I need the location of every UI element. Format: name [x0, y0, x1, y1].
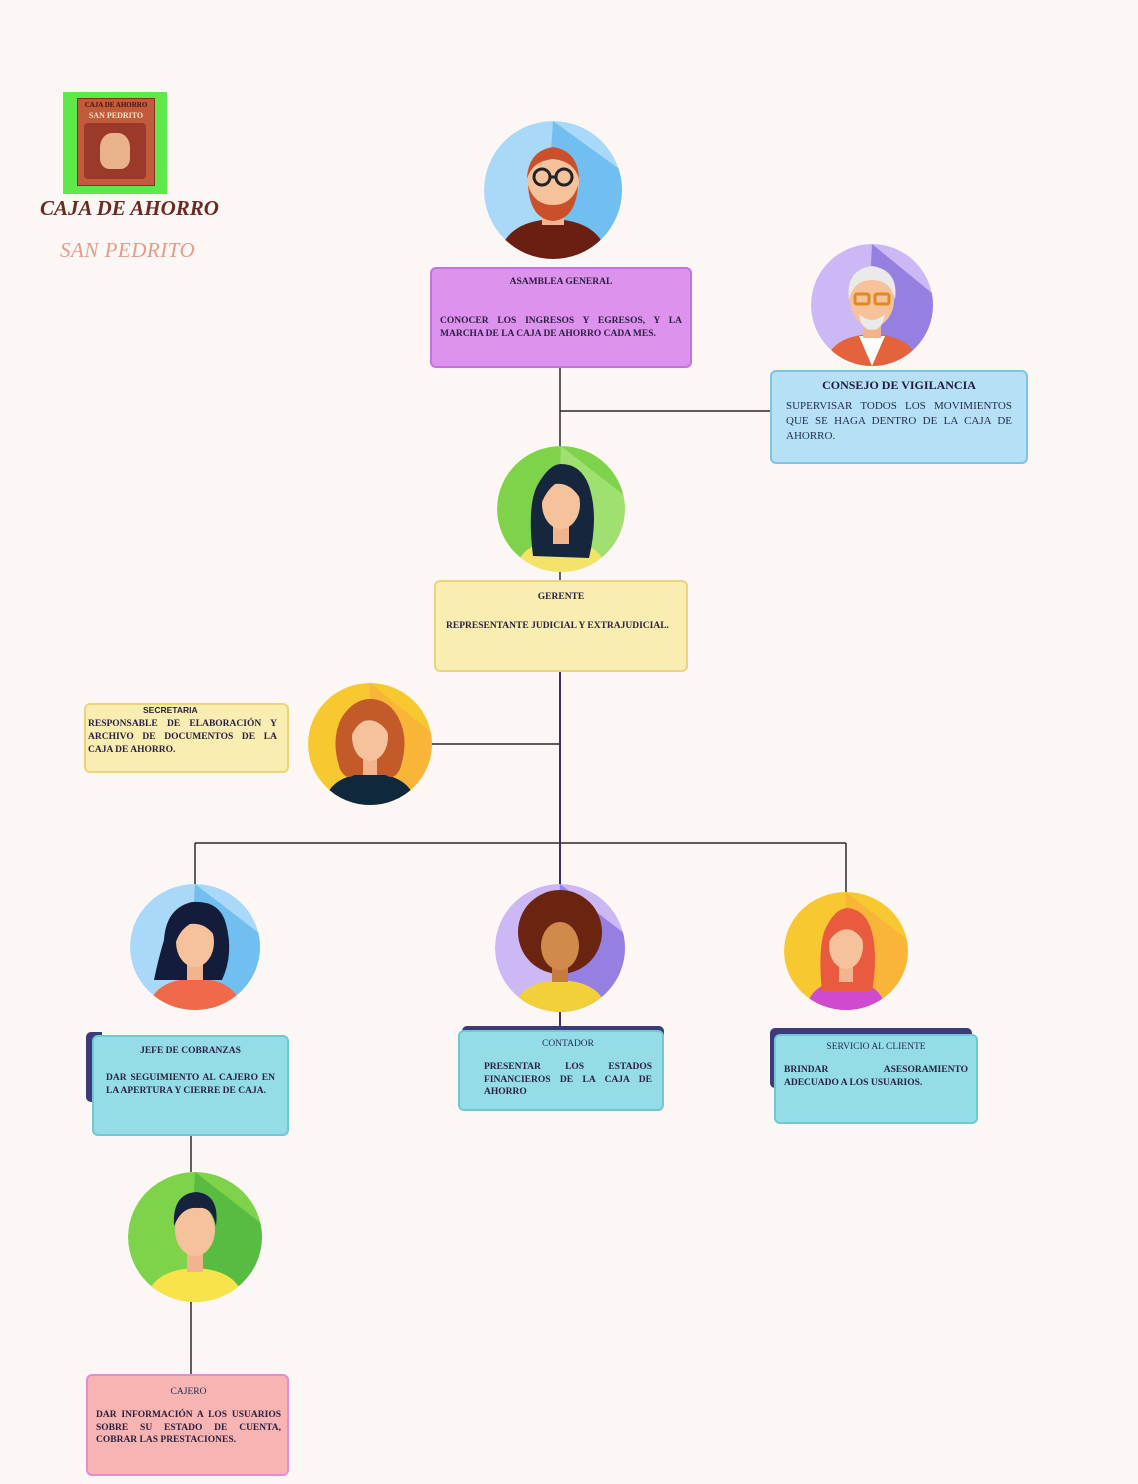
node-servicio-cliente: SERVICIO AL CLIENTE BRINDAR ASESORAMIENT…	[774, 1034, 978, 1124]
node-contador: CONTADOR PRESENTAR LOS ESTADOS FINANCIER…	[458, 1030, 664, 1111]
brand-subtitle: SAN PEDRITO	[60, 238, 196, 262]
node-title: CONTADOR	[541, 1039, 595, 1049]
node-title: ASAMBLEA GENERAL	[509, 277, 613, 287]
node-text: BRINDAR ASESORAMIENTO ADECUADO A LOS USU…	[784, 1064, 968, 1088]
node-title: SECRETARIA	[143, 705, 198, 715]
woman-dark-hair-icon	[497, 446, 625, 572]
logo-emblem: CAJA DE AHORRO SAN PEDRITO	[77, 98, 155, 186]
node-title: CAJERO	[170, 1387, 207, 1397]
node-text: DAR INFORMACIÓN A LOS USUARIOS SOBRE SU …	[96, 1409, 281, 1446]
woman-curly-red-hair-icon	[308, 683, 432, 805]
node-gerente: GERENTE REPRESENTANTE JUDICIAL Y EXTRAJU…	[434, 580, 688, 672]
logo-image	[84, 123, 146, 179]
node-text: REPRESENTANTE JUDICIAL Y EXTRAJUDICIAL.	[446, 620, 669, 631]
node-cajero: CAJERO DAR INFORMACIÓN A LOS USUARIOS SO…	[86, 1374, 289, 1476]
logo-line2: SAN PEDRITO	[88, 111, 144, 120]
node-title: SERVICIO AL CLIENTE	[826, 1042, 926, 1052]
man-short-hair-icon	[128, 1172, 262, 1302]
node-text: PRESENTAR LOS ESTADOS FINANCIEROS DE LA …	[484, 1061, 652, 1098]
node-text: CONOCER LOS INGRESOS Y EGRESOS, Y LA MAR…	[440, 315, 682, 339]
man-beard-glasses-icon	[484, 121, 622, 259]
node-jefe-cobranzas: JEFE DE COBRANZAS DAR SEGUIMIENTO AL CAJ…	[92, 1035, 289, 1136]
logo: CAJA DE AHORRO SAN PEDRITO	[63, 92, 167, 194]
woman-wavy-black-hair-icon	[130, 884, 260, 1010]
woman-red-hair-icon	[784, 892, 908, 1010]
node-title: CONSEJO DE VIGILANCIA	[822, 378, 976, 392]
node-title: JEFE DE COBRANZAS	[140, 1046, 241, 1056]
node-text: DAR SEGUIMIENTO AL CAJERO EN LA APERTURA…	[106, 1072, 275, 1096]
node-text: SUPERVISAR TODOS LOS MOVIMIENTOS QUE SE …	[786, 400, 1012, 442]
node-consejo-vigilancia: CONSEJO DE VIGILANCIA SUPERVISAR TODOS L…	[770, 370, 1028, 464]
logo-line1: CAJA DE AHORRO	[84, 101, 148, 109]
woman-afro-hair-icon	[495, 884, 625, 1012]
elder-man-glasses-icon	[811, 244, 933, 366]
node-asamblea-general: ASAMBLEA GENERAL CONOCER LOS INGRESOS Y …	[430, 267, 692, 368]
node-secretaria: SECRETARIA RESPONSABLE DE ELABORACIÓN Y …	[84, 703, 289, 773]
node-text: RESPONSABLE DE ELABORACIÓN Y ARCHIVO DE …	[88, 719, 277, 756]
brand-title: CAJA DE AHORRO	[40, 196, 219, 220]
node-title: GERENTE	[537, 592, 585, 602]
